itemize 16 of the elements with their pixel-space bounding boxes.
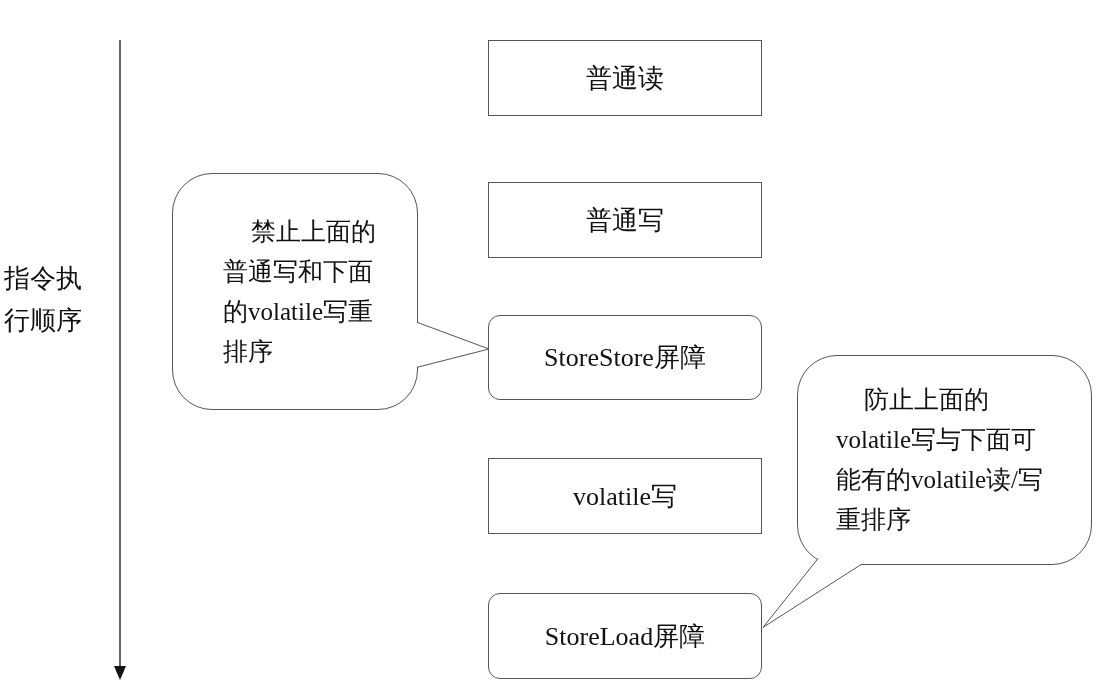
node-label: 普通读 (586, 62, 664, 95)
instruction-box (488, 458, 762, 534)
callout-pointer (762, 558, 863, 628)
speech-bubble (172, 173, 418, 410)
callout-text: 防止上面的volatile写与下面可能有的volatile读/写重排序 (836, 385, 1044, 535)
node-label: 普通写 (586, 204, 664, 237)
barrier-box (488, 593, 762, 679)
node-label: volatile写 (573, 480, 677, 513)
speech-bubble (797, 355, 1092, 565)
node-label: StoreStore屏障 (544, 342, 706, 374)
instruction-box (488, 40, 762, 116)
node-label: StoreLoad屏障 (544, 620, 706, 653)
callout-pointer (416, 321, 490, 368)
instruction-box (488, 182, 762, 258)
callout-text: 禁止上面的普通写和下面的volatile写重排序 (223, 216, 377, 367)
axis-label: 指令执行顺序 (4, 263, 83, 337)
